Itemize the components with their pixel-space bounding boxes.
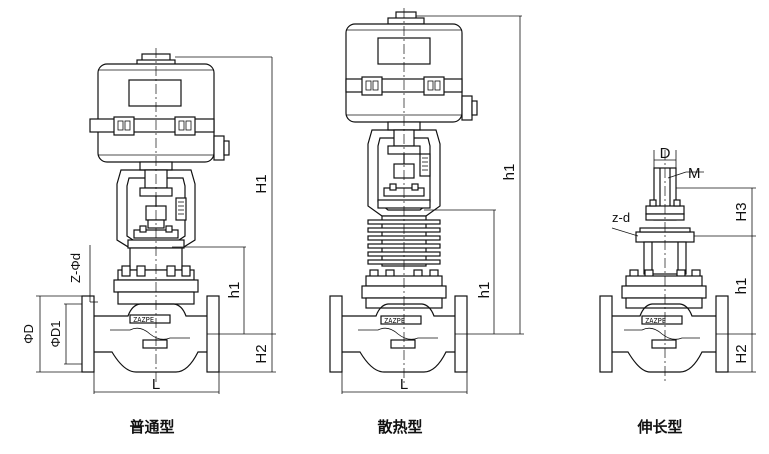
dim-H3: H3: [733, 202, 750, 221]
dim-h1-total: h1: [501, 164, 518, 181]
dim-H1: H1: [253, 174, 270, 193]
dim-h1: h1: [733, 278, 750, 295]
nameplate-text: ZAZPE: [133, 316, 154, 324]
dim-H2: H2: [733, 344, 750, 363]
dim-D: D: [660, 145, 671, 162]
dim-H2: H2: [253, 344, 270, 363]
nameplate-text: ZAZPE: [384, 317, 405, 325]
dim-L: L: [152, 376, 160, 393]
dim-bolt-holes: Z-Φd: [68, 253, 83, 283]
caption-standard: 普通型: [129, 418, 174, 436]
variant-extended: ZAZPE D M H3 z-d h1 H2 伸长型: [599, 145, 756, 436]
valve-body: ZAZPE: [599, 295, 729, 373]
electric-actuator: [345, 11, 478, 123]
variant-standard: ZAZPE H1 h1 H2 L Z-Φd: [21, 48, 276, 436]
bonnet: [621, 269, 707, 309]
electric-actuator: [89, 53, 230, 163]
valve-body: ZAZPE: [81, 295, 220, 373]
dim-flange-outer: ΦD: [21, 324, 36, 344]
caption-extended: 伸长型: [636, 418, 682, 436]
dim-bolt-holes: z-d: [612, 210, 630, 225]
dim-flange-bolt-circle: ΦD1: [48, 321, 63, 348]
nameplate-text: ZAZPE: [645, 317, 666, 325]
dim-M: M: [688, 165, 701, 182]
dim-h1: h1: [226, 282, 243, 299]
caption-heat-dissipation: 散热型: [377, 418, 422, 436]
dim-L: L: [400, 376, 408, 393]
dimension-lines: [341, 15, 524, 394]
dimension-lines: [611, 150, 756, 373]
dimension-lines: [36, 56, 276, 394]
cooling-fins: [367, 215, 441, 267]
variant-heat-dissipation: ZAZPE h1 h1 L 散热型: [329, 8, 524, 436]
dim-h1-stem: h1: [476, 282, 493, 299]
